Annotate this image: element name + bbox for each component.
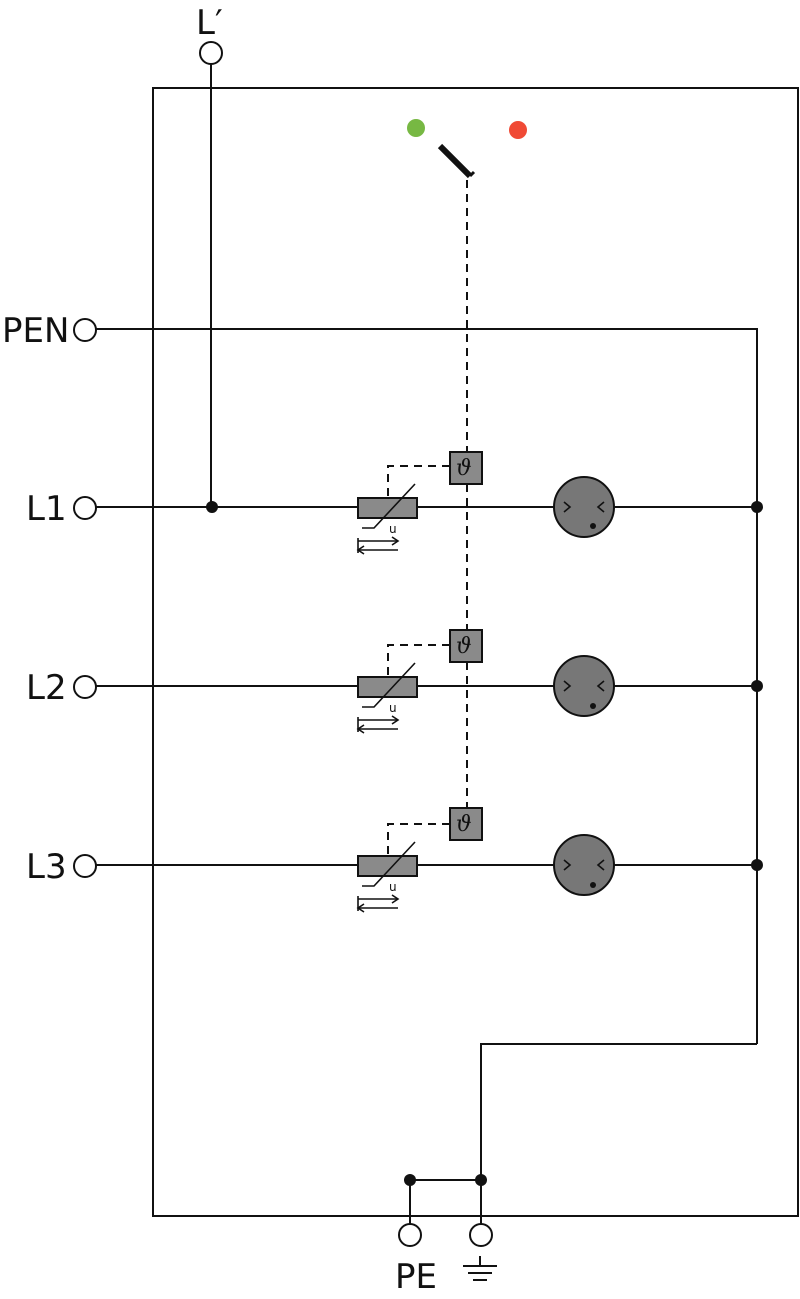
terminal-l2 xyxy=(73,675,97,699)
phase-row-l1: L1 u ϑ xyxy=(26,451,763,555)
terminal-l3 xyxy=(73,854,97,878)
phase-row-l3: L3 u ϑ xyxy=(26,807,763,913)
thermal-disconnector-icon: ϑ xyxy=(449,629,483,663)
device-enclosure xyxy=(152,87,799,1217)
remote-contact-switch-icon xyxy=(437,143,476,179)
wire-pen xyxy=(96,328,758,1044)
junction-node xyxy=(751,680,763,692)
varistor-icon: u xyxy=(356,483,418,555)
terminal-l1 xyxy=(73,496,97,520)
spark-gap-icon xyxy=(553,655,615,717)
svg-text:u: u xyxy=(389,880,397,894)
junction-node xyxy=(751,859,763,871)
varistor-icon: u xyxy=(356,662,418,734)
thermal-disconnector-icon: ϑ xyxy=(449,451,483,485)
spark-gap-icon xyxy=(553,834,615,896)
svg-text:ϑ: ϑ xyxy=(456,456,472,481)
label-l1: L1 xyxy=(26,489,67,529)
terminal-l-prime xyxy=(199,41,223,65)
svg-text:ϑ: ϑ xyxy=(456,634,472,659)
junction-node xyxy=(751,501,763,513)
label-l3: L3 xyxy=(26,847,67,887)
junction-node xyxy=(206,501,218,513)
terminal-earth xyxy=(469,1223,493,1247)
label-pen: PEN xyxy=(2,311,69,351)
indicator-fault-light xyxy=(509,121,527,139)
thermal-disconnector-icon: ϑ xyxy=(449,807,483,841)
phase-row-l2: L2 u ϑ xyxy=(26,629,763,734)
label-pe: PE xyxy=(395,1257,437,1297)
wire-return-to-earth xyxy=(480,1043,757,1180)
terminal-pen xyxy=(73,318,97,342)
spark-gap-icon xyxy=(553,476,615,538)
label-l-prime: L′ xyxy=(196,3,223,43)
svg-text:u: u xyxy=(389,522,397,536)
ground-icon xyxy=(463,1256,497,1281)
label-l2: L2 xyxy=(26,668,67,708)
terminal-pe xyxy=(398,1223,422,1247)
svg-text:u: u xyxy=(389,701,397,715)
indicator-ok-light xyxy=(407,119,425,137)
svg-text:ϑ: ϑ xyxy=(456,812,472,837)
